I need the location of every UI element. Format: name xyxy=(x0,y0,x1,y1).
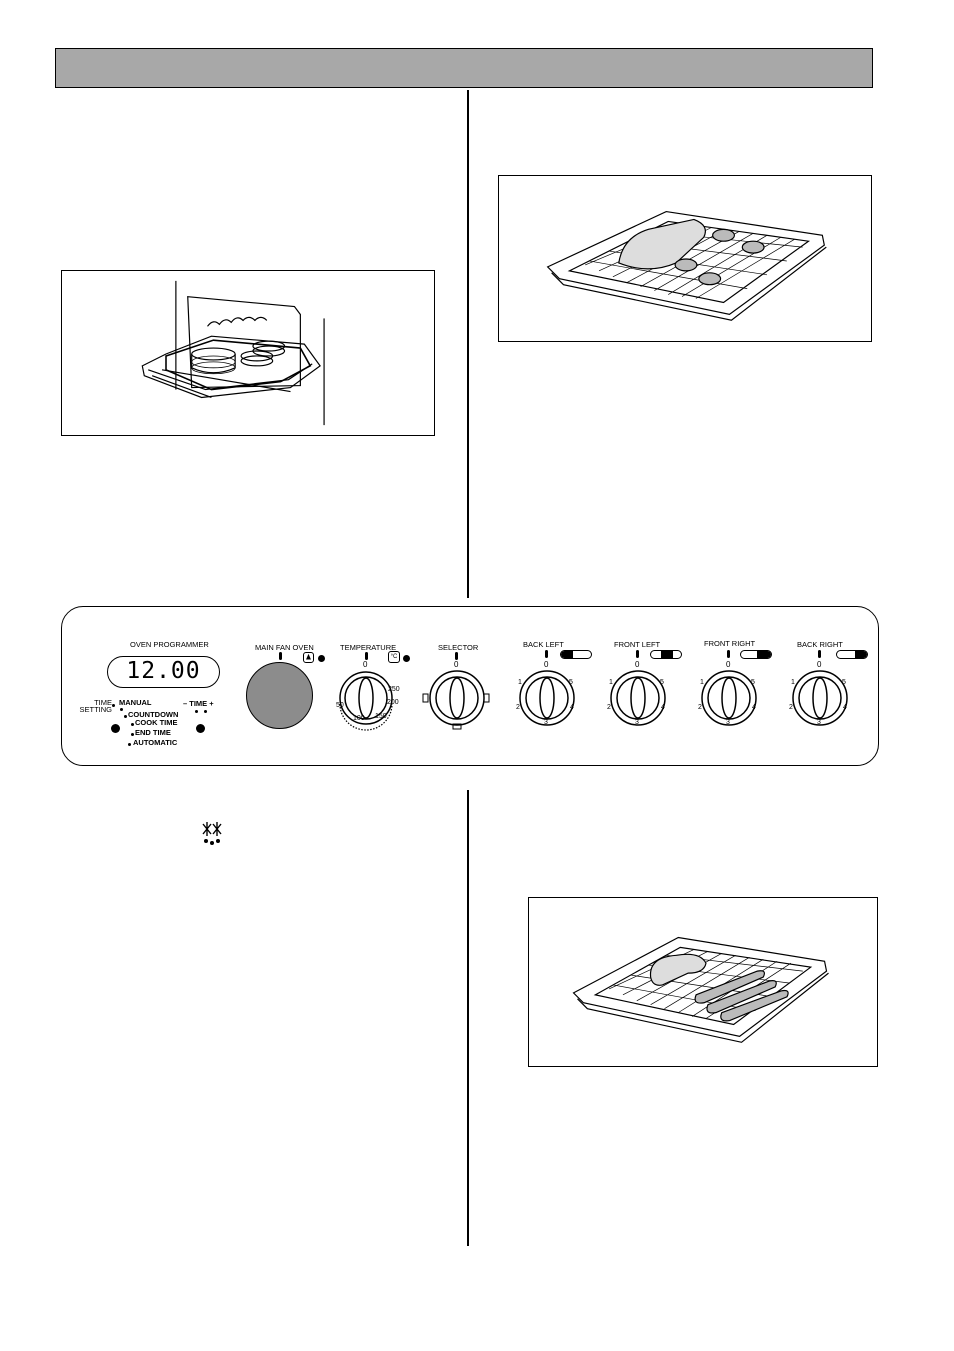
front-right-scale-5: 5 xyxy=(751,679,755,686)
front-left-scale-1: 1 xyxy=(609,679,613,686)
back-right-scale-4: 4 xyxy=(843,704,847,711)
time-setting-indicator xyxy=(112,704,115,707)
back-right-marker xyxy=(818,650,821,658)
section-header-bar xyxy=(55,48,873,88)
back-right-knob[interactable] xyxy=(784,660,856,732)
front-right-scale-2: 2 xyxy=(698,704,702,711)
back-left-marker xyxy=(545,650,548,658)
mode-manual: MANUAL xyxy=(119,698,152,707)
column-divider-bottom xyxy=(467,790,469,1246)
front-left-label: FRONT LEFT xyxy=(614,640,661,649)
grill-steak-illustration xyxy=(572,936,829,1043)
temp-scale-50: 50 xyxy=(336,702,344,709)
back-left-scale-3: 3 xyxy=(544,719,548,726)
main-fan-oven-label: MAIN FAN OVEN xyxy=(255,643,314,652)
temperature-marker xyxy=(365,652,368,660)
front-left-knob[interactable] xyxy=(602,660,674,732)
figure-grill-pan-fish xyxy=(498,175,872,342)
front-right-knob[interactable] xyxy=(693,660,765,732)
fan-icon xyxy=(303,652,314,663)
selector-label: SELECTOR xyxy=(438,643,479,652)
front-right-scale-3: 3 xyxy=(726,719,730,726)
time-minus-indicator xyxy=(195,710,198,713)
front-left-marker xyxy=(636,650,639,658)
mode-manual-indicator xyxy=(120,708,123,711)
time-plus-indicator xyxy=(204,710,207,713)
mode-countdown: COUNTDOWN xyxy=(128,710,179,719)
back-right-scale-3: 3 xyxy=(817,719,821,726)
programmer-title: OVEN PROGRAMMER xyxy=(130,640,209,649)
mode-countdown-indicator xyxy=(124,715,127,718)
grill-fish-illustration xyxy=(546,210,827,321)
back-left-scale-1: 1 xyxy=(518,679,522,686)
front-right-label: FRONT RIGHT xyxy=(704,639,756,648)
figure-grill-pan-steak xyxy=(528,897,878,1067)
back-right-scale-2: 2 xyxy=(789,704,793,711)
selector-scale-0: 0 xyxy=(454,660,459,669)
temperature-knob[interactable] xyxy=(330,660,402,732)
column-divider-top xyxy=(467,90,469,598)
back-left-scale-2: 2 xyxy=(516,704,520,711)
defrost-icon xyxy=(201,822,223,846)
back-left-scale-4: 4 xyxy=(570,704,574,711)
front-left-zone-icon xyxy=(650,650,682,659)
front-left-scale-2: 2 xyxy=(607,704,611,711)
front-left-scale-5: 5 xyxy=(660,679,664,686)
oven-shelf-illustration xyxy=(141,280,325,426)
back-right-scale-5: 5 xyxy=(842,679,846,686)
back-right-scale-1: 1 xyxy=(791,679,795,686)
back-right-scale-0: 0 xyxy=(817,660,822,669)
main-fan-oven-button[interactable] xyxy=(246,662,313,729)
front-left-scale-4: 4 xyxy=(661,704,665,711)
back-left-zone-icon xyxy=(560,650,592,659)
mode-automatic: AUTOMATIC xyxy=(133,738,178,747)
mode-end-time: END TIME xyxy=(135,728,171,737)
back-right-label: BACK RIGHT xyxy=(797,640,843,649)
mode-automatic-indicator xyxy=(128,743,131,746)
mode-end-time-indicator xyxy=(131,733,134,736)
temperature-unit-icon: °C xyxy=(388,651,400,663)
temp-scale-200: 200 xyxy=(387,699,399,706)
time-setting-button[interactable] xyxy=(111,724,120,733)
back-left-scale-5: 5 xyxy=(569,679,573,686)
front-left-scale-0: 0 xyxy=(635,660,640,669)
temp-scale-150: 150 xyxy=(375,713,387,720)
temp-scale-0: 0 xyxy=(363,660,368,669)
front-right-scale-4: 4 xyxy=(752,704,756,711)
temperature-indicator-light xyxy=(403,655,410,662)
figure-oven-shelf xyxy=(61,270,435,436)
fan-oven-marker xyxy=(279,652,282,660)
front-right-zone-icon xyxy=(740,650,772,659)
time-adjust-label: – TIME + xyxy=(183,699,214,708)
back-left-knob[interactable] xyxy=(511,660,583,732)
temperature-label: TEMPERATURE xyxy=(340,643,397,652)
front-right-scale-0: 0 xyxy=(726,660,731,669)
back-left-scale-0: 0 xyxy=(544,660,549,669)
control-panel xyxy=(61,606,879,766)
selector-marker xyxy=(455,652,458,660)
clock-display: 12.00 xyxy=(107,656,220,688)
temp-scale-100: 100 xyxy=(353,715,365,722)
fan-oven-indicator-light xyxy=(318,655,325,662)
selector-knob[interactable] xyxy=(421,660,493,732)
mode-cook-time: COOK TIME xyxy=(135,718,178,727)
front-right-scale-1: 1 xyxy=(700,679,704,686)
time-adjust-button[interactable] xyxy=(196,724,205,733)
mode-cook-time-indicator xyxy=(131,723,134,726)
back-right-zone-icon xyxy=(836,650,868,659)
temp-scale-250: 250 xyxy=(388,686,400,693)
time-setting-label-line1: TIME xyxy=(94,698,112,707)
time-setting-label-line2: SETTING xyxy=(79,705,112,714)
back-left-label: BACK LEFT xyxy=(523,640,564,649)
front-left-scale-3: 3 xyxy=(635,719,639,726)
front-right-marker xyxy=(727,650,730,658)
